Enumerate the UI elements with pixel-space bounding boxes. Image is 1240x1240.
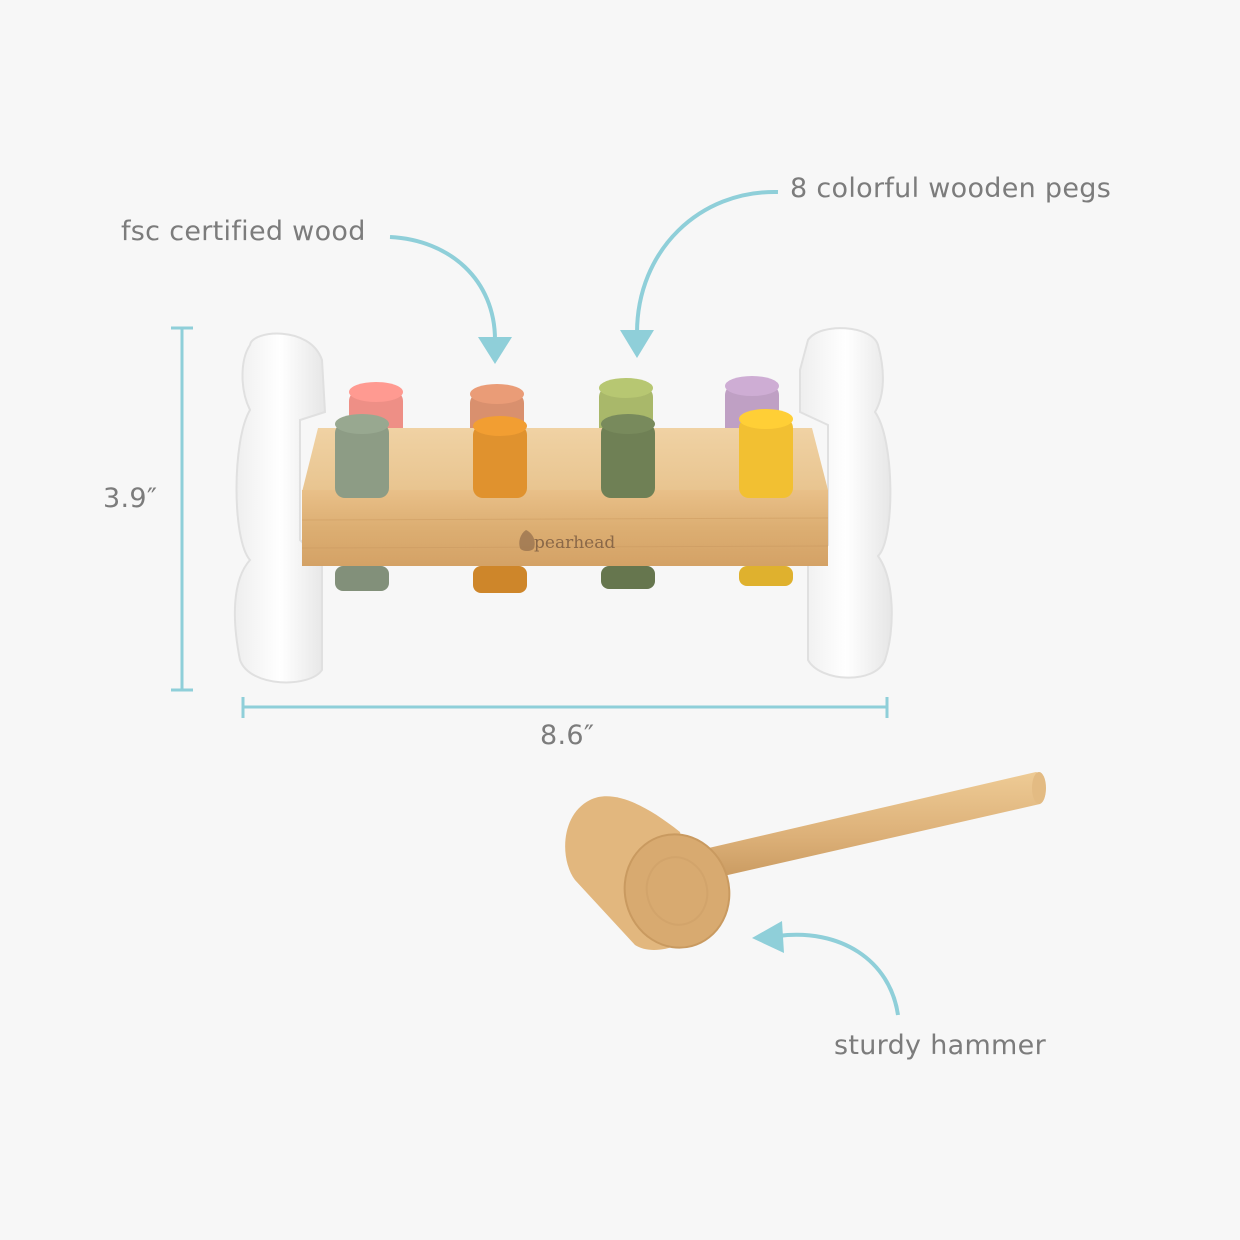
hammer xyxy=(565,772,1046,950)
peg-front-3 xyxy=(601,414,655,498)
brand-logo-text: pearhead xyxy=(534,533,615,553)
peg-front-1 xyxy=(335,414,389,498)
height-dimension-label: 3.9″ xyxy=(103,483,158,514)
height-dimension-line xyxy=(171,326,193,692)
peg-stub xyxy=(739,566,793,586)
callout-wood-label: fsc certified wood xyxy=(121,216,366,247)
wood-arrow-icon xyxy=(389,235,512,364)
callout-pegs-label: 8 colorful wooden pegs xyxy=(790,173,1112,204)
callout-hammer-label: sturdy hammer xyxy=(834,1030,1046,1061)
width-dimension-line xyxy=(241,697,889,718)
peg-front-4 xyxy=(739,409,793,498)
peg-stub xyxy=(335,566,389,591)
width-dimension-label: 8.6″ xyxy=(540,720,595,751)
hammer-arrow-icon xyxy=(752,921,900,1016)
peg-stub xyxy=(473,566,527,593)
pearhead-logo: pearhead xyxy=(519,530,615,553)
right-cloud-support xyxy=(799,327,893,679)
wooden-bench-board xyxy=(301,428,829,566)
peg-front-2 xyxy=(473,416,527,498)
left-cloud-support xyxy=(233,332,327,684)
front-pegs xyxy=(335,409,793,593)
peg-stub xyxy=(601,566,655,589)
pegs-arrow-icon xyxy=(620,189,779,358)
